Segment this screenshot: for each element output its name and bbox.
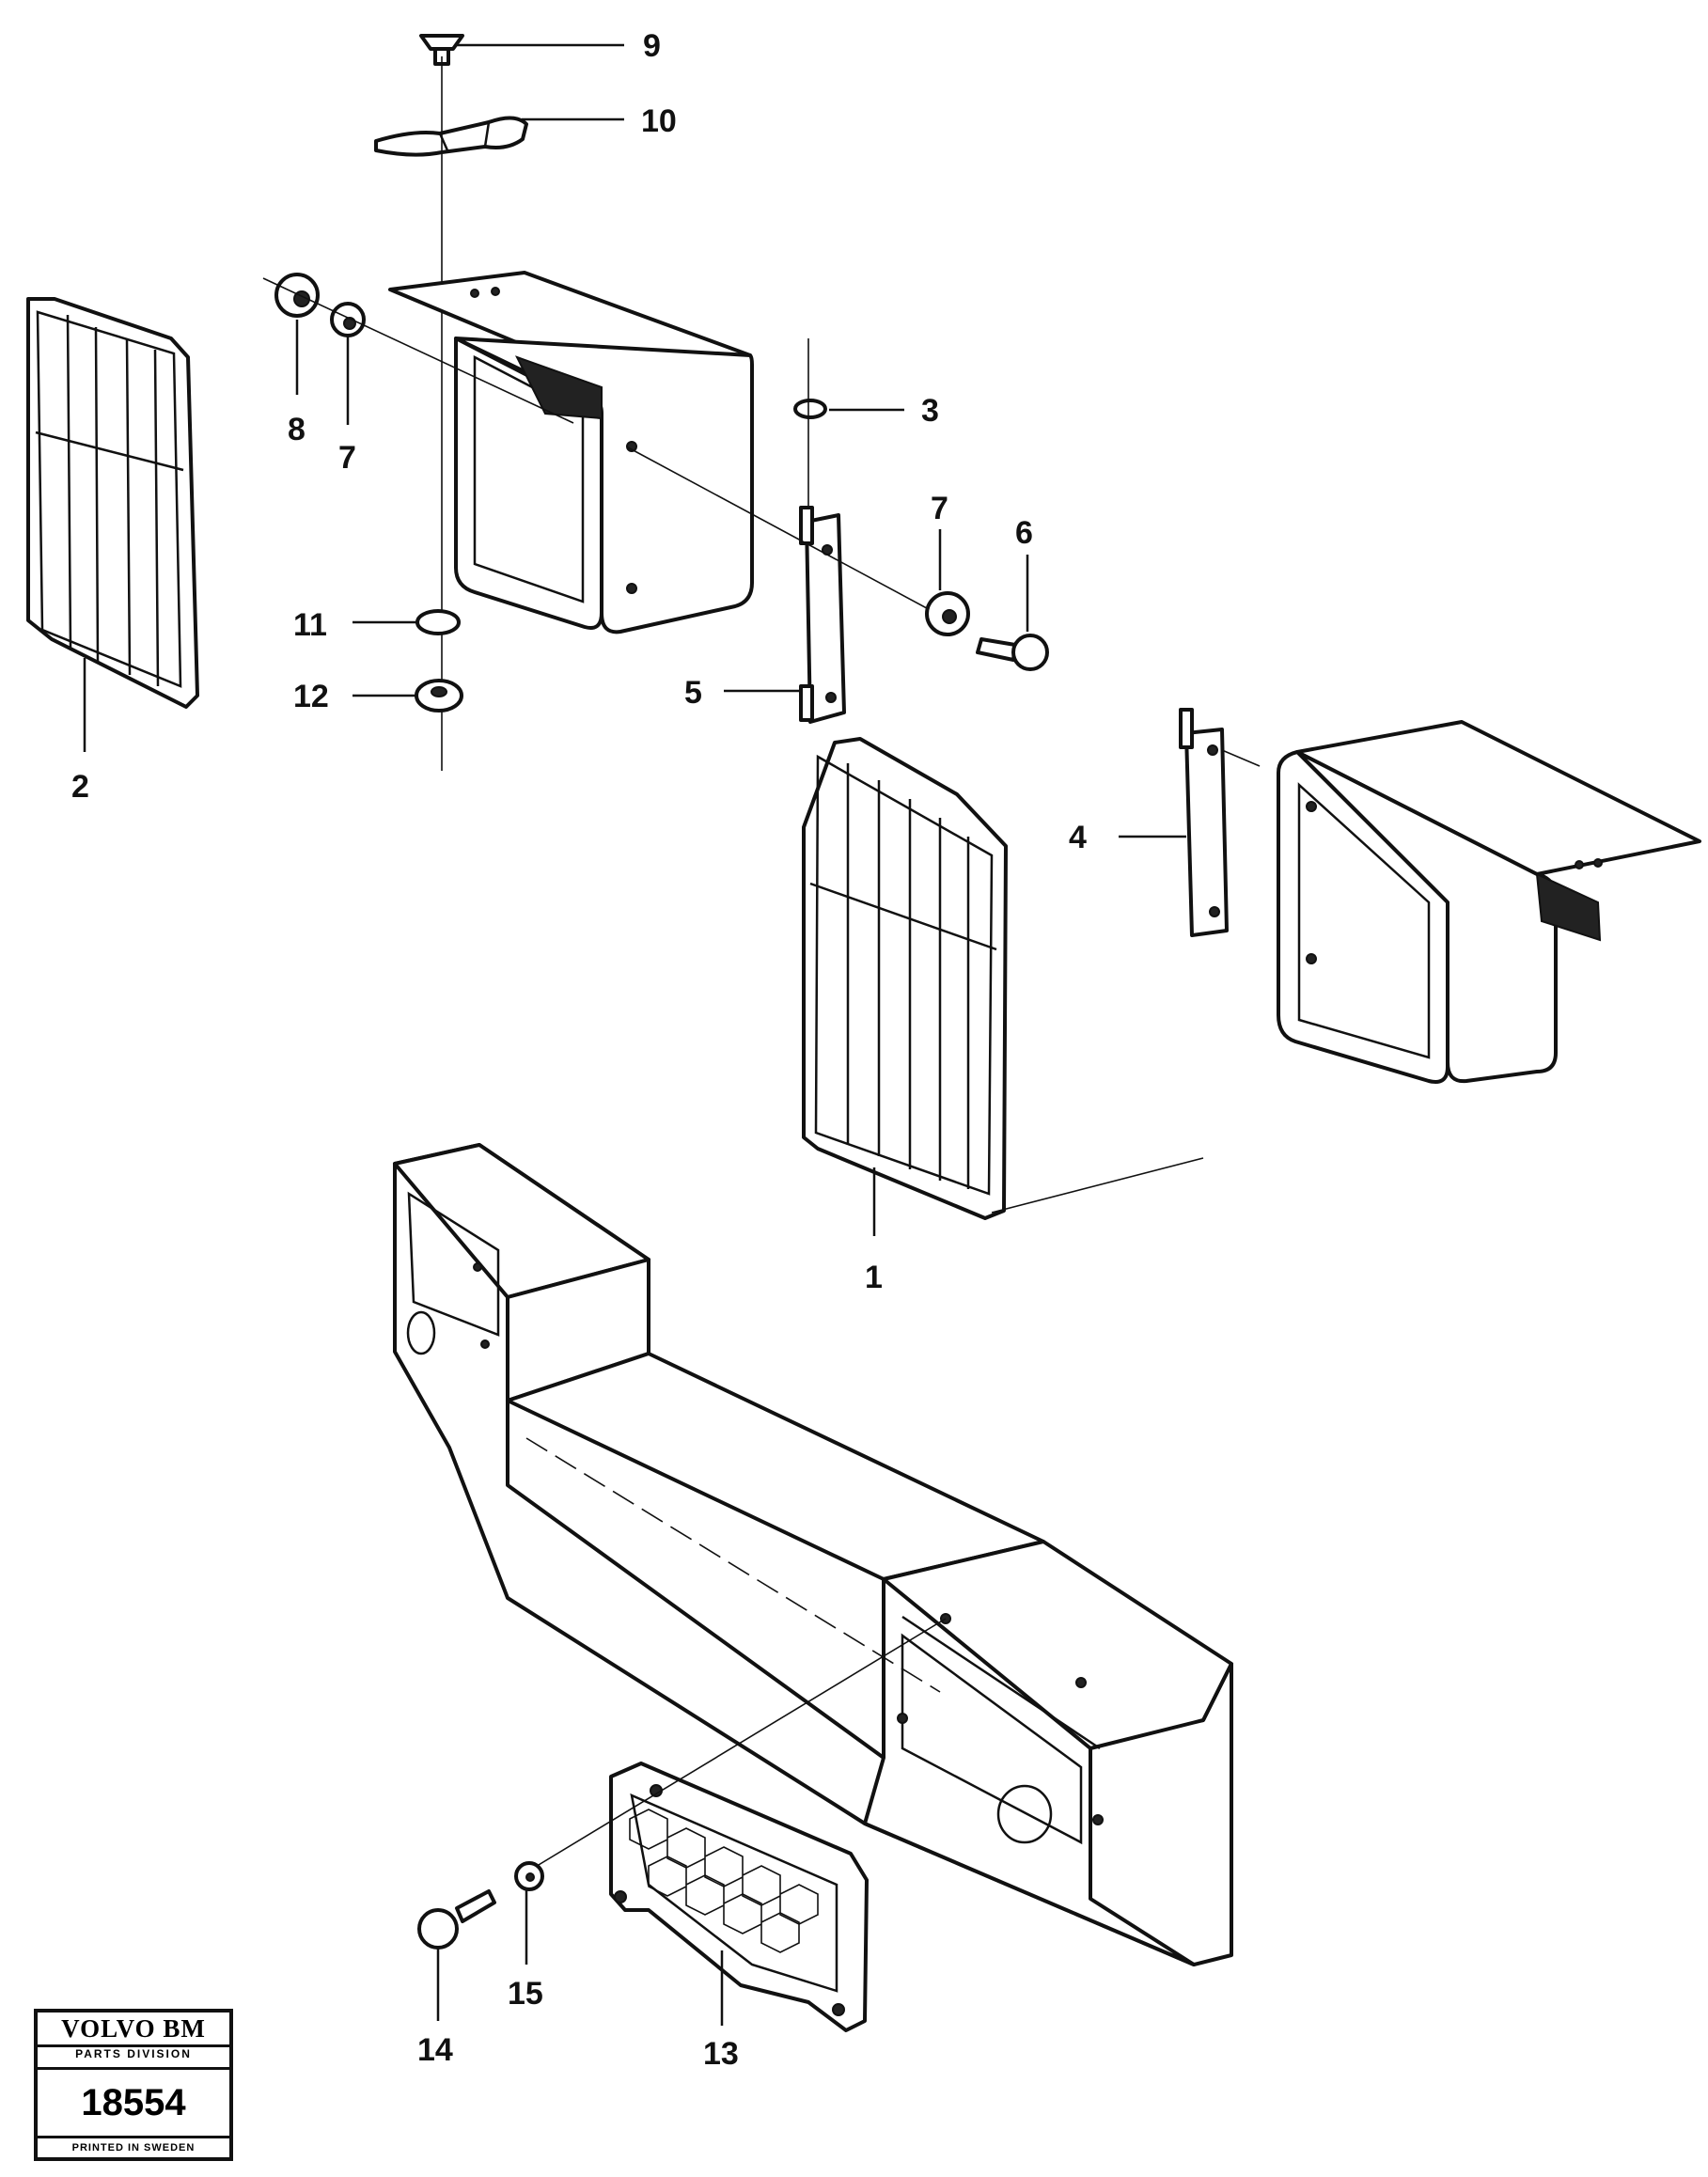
callout-7-left: 7 xyxy=(338,440,356,476)
bumper-beam xyxy=(393,1143,1233,1966)
callout-13: 13 xyxy=(703,2036,739,2072)
callout-6: 6 xyxy=(1015,515,1033,551)
callout-1: 1 xyxy=(865,1260,883,1295)
part-8-nut xyxy=(274,273,320,318)
callout-10: 10 xyxy=(641,103,677,139)
stamp-drawing-number: 18554 xyxy=(38,2067,229,2138)
axis-line-right xyxy=(1221,749,1261,767)
leader-lines xyxy=(83,43,1186,2026)
callout-5: 5 xyxy=(684,675,702,711)
part-2-grille-left xyxy=(26,297,199,709)
part-5-hinge-bracket xyxy=(799,506,846,724)
part-11-washer xyxy=(415,609,461,635)
part-6-bolt xyxy=(976,634,1049,671)
callout-11: 11 xyxy=(293,607,327,643)
stamp-division: PARTS DIVISION xyxy=(75,2047,192,2060)
callout-4: 4 xyxy=(1069,820,1087,855)
part-15-washer xyxy=(514,1861,544,1891)
callout-9: 9 xyxy=(643,28,661,64)
part-1-grille-center xyxy=(802,737,1008,1220)
axis-line-grille xyxy=(991,1157,1204,1214)
part-12-nut xyxy=(415,679,463,713)
callout-7-right: 7 xyxy=(931,491,948,526)
axis-line-bottom xyxy=(528,1618,947,1872)
axis-line-nut xyxy=(262,277,574,424)
part-14-bolt xyxy=(417,1889,496,1950)
upper-lamp-box xyxy=(388,271,754,634)
callout-12: 12 xyxy=(293,679,329,714)
stamp-printed-in: PRINTED IN SWEDEN xyxy=(71,2142,196,2154)
part-7-washer-right xyxy=(925,591,970,636)
right-lamp-box xyxy=(1277,720,1701,1084)
part-3-washer xyxy=(793,399,827,419)
axis-line-bolt xyxy=(627,446,950,621)
part-7-washer-left xyxy=(330,302,366,337)
part-10-wing-clip xyxy=(374,116,528,157)
callout-labels: 9 10 3 7 6 8 7 11 12 5 4 2 1 13 15 14 xyxy=(71,28,1087,2072)
stamp-brand: VOLVO BM xyxy=(38,2013,229,2047)
part-4-hinge-bracket xyxy=(1179,708,1229,937)
part-13-honeycomb-grille xyxy=(609,1762,869,2032)
callout-3: 3 xyxy=(921,393,939,429)
callout-2: 2 xyxy=(71,769,89,805)
callout-8: 8 xyxy=(288,412,306,447)
volvo-bm-parts-stamp: VOLVO BM PARTS DIVISION 18554 PRINTED IN… xyxy=(34,2009,233,2161)
callout-14: 14 xyxy=(417,2032,453,2068)
callout-15: 15 xyxy=(508,1976,543,2012)
